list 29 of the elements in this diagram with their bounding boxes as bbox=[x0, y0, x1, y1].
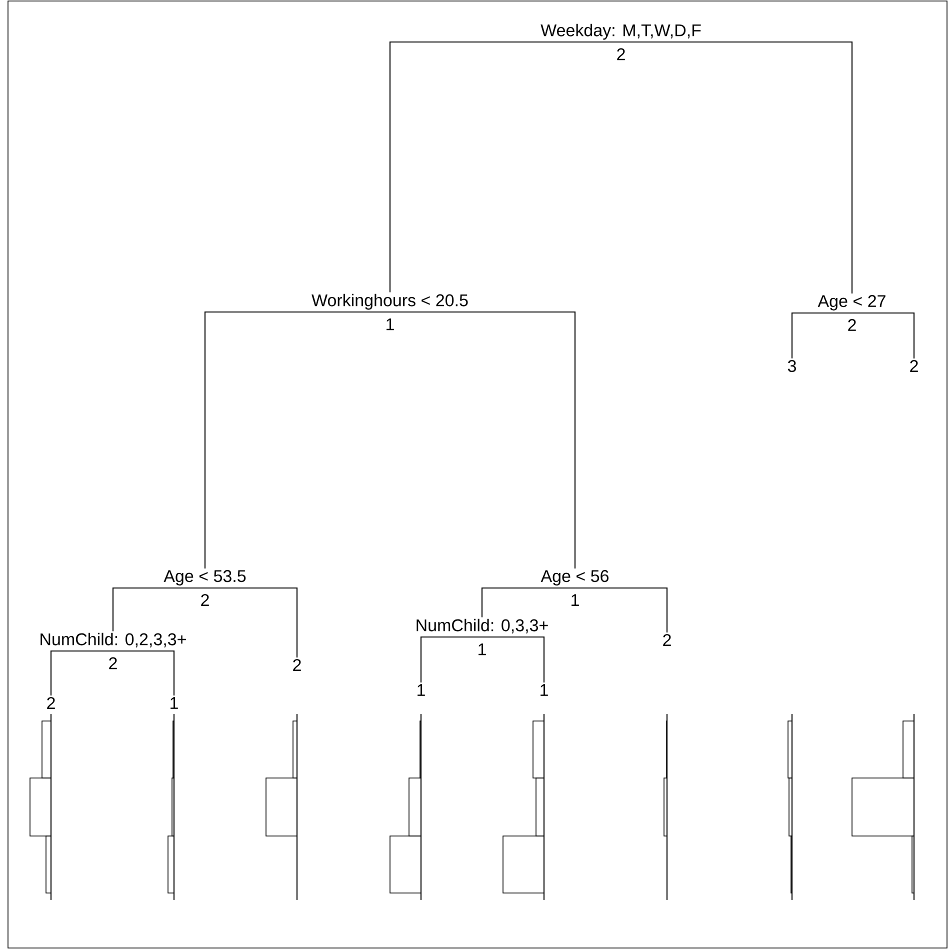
split-label: Age < 53.5 2 bbox=[164, 570, 246, 606]
tree-branch bbox=[791, 312, 852, 358]
tree-branch bbox=[112, 587, 205, 632]
tree-branch bbox=[481, 587, 575, 618]
leaf-label: 2 bbox=[47, 697, 55, 709]
tree-branch bbox=[113, 650, 175, 696]
leaf-label: 1 bbox=[170, 697, 178, 709]
leaf-label: 2 bbox=[910, 360, 918, 372]
tree-branch bbox=[621, 41, 853, 294]
tree-branch bbox=[420, 636, 482, 683]
split-label: Workinghours < 20.5 1 bbox=[312, 294, 468, 330]
tree-branch bbox=[482, 636, 545, 683]
tree-branch bbox=[205, 587, 298, 658]
leaf-label: 1 bbox=[540, 684, 548, 696]
split-label: Weekday: M,T,W,D,F 2 bbox=[540, 24, 701, 60]
tree-branch bbox=[204, 311, 390, 568]
tree-branch bbox=[50, 650, 113, 696]
tree-branch bbox=[390, 311, 576, 568]
tree-branch bbox=[575, 587, 668, 632]
leaf-label: 3 bbox=[788, 360, 796, 372]
tree-branch bbox=[852, 312, 915, 358]
leaf-label: 2 bbox=[293, 659, 301, 671]
split-label: NumChild: 0,3,3+ 1 bbox=[416, 618, 548, 656]
tree-branch bbox=[389, 41, 621, 292]
split-label: Age < 56 1 bbox=[540, 570, 608, 606]
split-label: NumChild: 0,2,3,3+ 2 bbox=[40, 632, 186, 670]
leaf-label: 2 bbox=[663, 634, 671, 646]
leaf-label: 1 bbox=[418, 684, 425, 696]
split-label: Age < 27 2 bbox=[818, 295, 886, 331]
